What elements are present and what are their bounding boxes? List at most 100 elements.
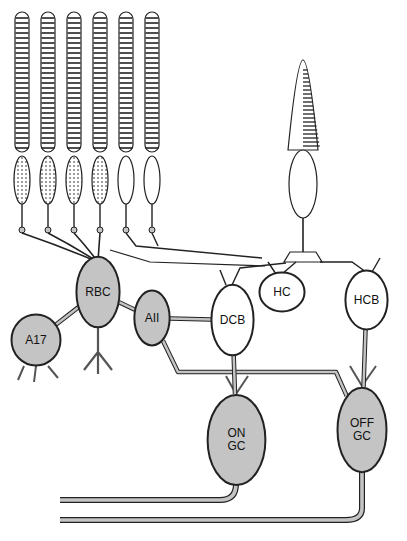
disc-stripe	[120, 67, 133, 69]
cone-disc	[303, 101, 313, 102]
disc-stripe	[16, 37, 29, 39]
disc-stripe	[146, 22, 159, 24]
cone-disc	[303, 141, 319, 142]
rbc-terminal	[84, 328, 112, 374]
cell-body: RBC	[76, 256, 120, 328]
offgc-axon	[60, 472, 362, 520]
disc-stripe	[68, 52, 81, 54]
disc-stripe	[42, 107, 55, 109]
cone-disc	[303, 125, 317, 126]
disc-stripe	[68, 132, 81, 134]
disc-stripe	[16, 62, 29, 64]
disc-stripe	[42, 82, 55, 84]
rod-outer-segment	[119, 12, 133, 152]
disc-stripe	[94, 17, 107, 19]
rod-axon	[21, 204, 22, 227]
disc-stripe	[16, 102, 29, 104]
disc-stripe	[16, 127, 29, 129]
disc-stripe	[94, 87, 107, 89]
disc-stripe	[146, 37, 159, 39]
rod-outer-segment	[41, 12, 55, 152]
disc-stripe	[94, 132, 107, 134]
disc-stripe	[146, 87, 159, 89]
process-fill	[56, 307, 78, 324]
disc-stripe	[94, 67, 107, 69]
disc-stripe	[94, 92, 107, 94]
cell-body: HC	[259, 272, 305, 312]
disc-stripe	[94, 112, 107, 114]
disc-stripe	[68, 27, 81, 29]
disc-stripe	[16, 57, 29, 59]
disc-stripe	[42, 122, 55, 124]
synaptic-process	[163, 340, 347, 396]
cell-ellipse	[12, 315, 61, 366]
disc-stripe	[94, 77, 107, 79]
process-outline	[364, 330, 366, 387]
disc-stripe	[120, 62, 133, 64]
a17-process	[18, 366, 58, 382]
rod-spherule	[45, 227, 51, 233]
disc-stripe	[146, 77, 159, 79]
disc-stripe	[16, 67, 29, 69]
disc-stripe	[16, 32, 29, 34]
disc-stripe	[120, 87, 133, 89]
process-outline	[56, 307, 78, 324]
rod-outer-segment	[67, 12, 81, 152]
disc-stripe	[94, 32, 107, 34]
disc-stripe	[42, 32, 55, 34]
rod-inner-segment	[66, 156, 82, 204]
rod-spherule	[71, 227, 77, 233]
disc-stripe	[16, 147, 29, 149]
disc-stripe	[42, 57, 55, 59]
disc-stripe	[146, 137, 159, 139]
disc-stripe	[68, 42, 81, 44]
rod-axon	[125, 204, 126, 227]
disc-stripe	[120, 132, 133, 134]
disc-stripe	[120, 142, 133, 144]
cell-label: RBC	[85, 286, 110, 299]
disc-stripe	[146, 107, 159, 109]
disc-stripe	[94, 37, 107, 39]
disc-stripe	[42, 37, 55, 39]
disc-stripe	[94, 57, 107, 59]
disc-stripe	[42, 22, 55, 24]
disc-stripe	[16, 52, 29, 54]
disc-stripe	[146, 47, 159, 49]
disc-stripe	[120, 42, 133, 44]
rod-spherule	[19, 227, 25, 233]
disc-stripe	[146, 67, 159, 69]
disc-stripe	[146, 17, 159, 19]
disc-stripe	[94, 52, 107, 54]
rod-spherule	[97, 227, 103, 233]
disc-stripe	[120, 27, 133, 29]
process-fill	[170, 318, 211, 319]
synaptic-process	[234, 356, 235, 394]
disc-stripe	[16, 132, 29, 134]
disc-stripe	[42, 137, 55, 139]
disc-stripe	[146, 117, 159, 119]
disc-stripe	[120, 52, 133, 54]
disc-stripe	[68, 102, 81, 104]
cell-label: OFF GC	[347, 417, 377, 443]
disc-stripe	[146, 32, 159, 34]
disc-stripe	[94, 42, 107, 44]
cell-ellipse	[211, 285, 253, 356]
hc-axon	[110, 250, 265, 266]
disc-stripe	[146, 72, 159, 74]
cone-axon	[302, 218, 304, 252]
synaptic-process	[170, 318, 211, 319]
cone-disc	[303, 97, 312, 98]
rod-outer-segment	[15, 12, 29, 152]
cell-label: A17	[25, 334, 46, 347]
cone-disc	[303, 69, 308, 70]
disc-stripe	[120, 147, 133, 149]
cone-disc	[303, 121, 316, 122]
cell-label: HC	[273, 286, 290, 299]
rod-inner-segment	[144, 156, 160, 204]
cone-disc	[303, 85, 310, 86]
disc-stripe	[42, 92, 55, 94]
disc-stripe	[16, 77, 29, 79]
disc-stripe	[42, 62, 55, 64]
synaptic-process	[364, 330, 366, 387]
